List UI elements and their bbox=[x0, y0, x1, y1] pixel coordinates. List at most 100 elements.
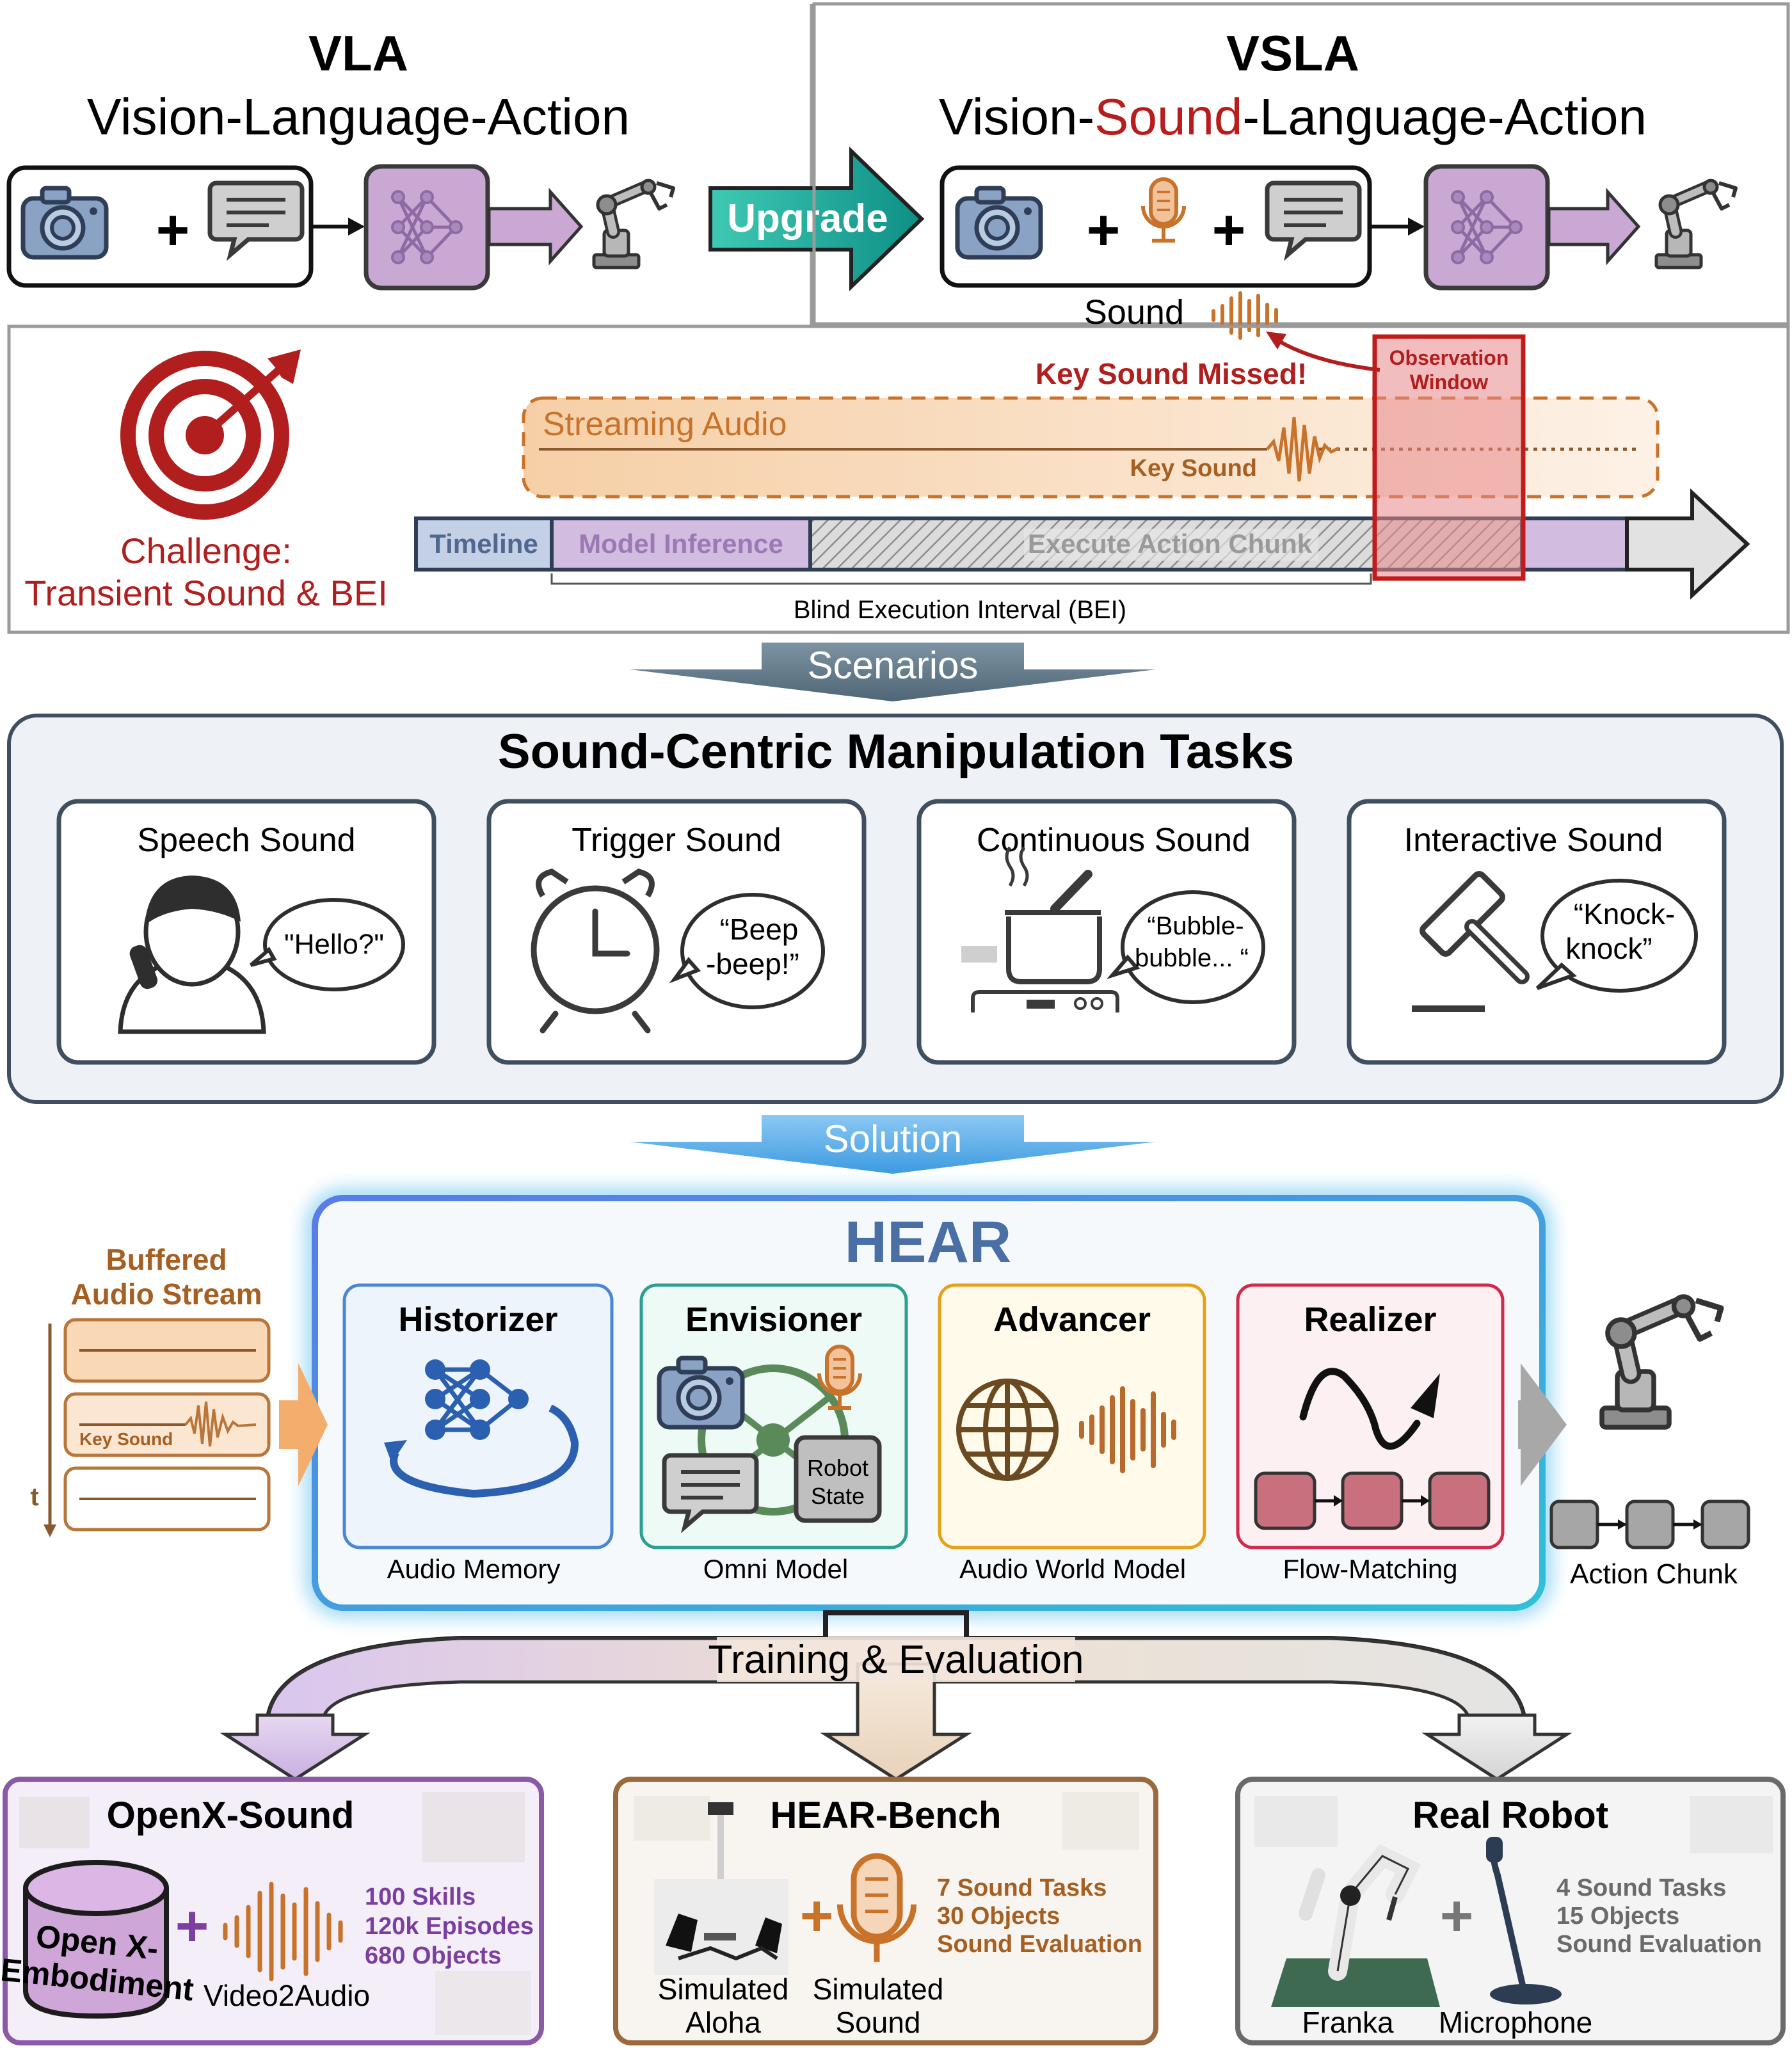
task-title: Trigger Sound bbox=[572, 822, 781, 859]
challenge-label-line2: Transient Sound & BEI bbox=[24, 573, 388, 613]
camera-icon bbox=[659, 1358, 742, 1427]
key-sound-wave-icon bbox=[1266, 417, 1340, 482]
action-arrow-icon bbox=[487, 188, 584, 266]
stat-line: 30 Objects bbox=[937, 1903, 1060, 1930]
robot-state-line1: Robot bbox=[807, 1455, 868, 1481]
timeline-arrowhead-icon bbox=[1625, 488, 1750, 600]
timeline-bar: Timeline Model Inference Execute Action … bbox=[414, 488, 1750, 600]
microphone-stand-icon bbox=[1486, 1837, 1562, 2004]
sound-wave-icon bbox=[223, 1882, 343, 1981]
buffered-label-line1: Buffered bbox=[106, 1243, 227, 1276]
sound-wave-icon bbox=[1079, 1386, 1176, 1473]
task-title: Continuous Sound bbox=[977, 822, 1251, 859]
stat-line: 100 Skills bbox=[365, 1884, 476, 1910]
execute-action-chunk-label: Execute Action Chunk bbox=[1028, 529, 1313, 559]
stat-line: 120k Episodes bbox=[365, 1913, 534, 1940]
stat-line: Sound Evaluation bbox=[937, 1931, 1142, 1958]
module-advancer: Advancer Audio World Model bbox=[938, 1283, 1206, 1584]
key-sound-label: Key Sound bbox=[1130, 455, 1257, 482]
panel-title: HEAR-Bench bbox=[771, 1795, 1002, 1836]
module-title: Advancer bbox=[993, 1300, 1151, 1339]
task-card-continuous: Continuous Sound “Bubble- bubble... “ bbox=[916, 799, 1297, 1065]
panel-title: OpenX-Sound bbox=[107, 1795, 355, 1836]
person-phone-icon bbox=[118, 876, 266, 1034]
task-card-trigger: Trigger Sound “Beep -beep!” bbox=[486, 799, 867, 1065]
streaming-audio-label: Streaming Audio bbox=[543, 406, 787, 443]
missed-arrowhead-icon bbox=[1266, 332, 1286, 349]
gavel-icon bbox=[1412, 871, 1530, 1012]
vsla-subtitle: Vision-Sound-Language-Action bbox=[939, 88, 1647, 145]
bubble-line1: “Bubble- bbox=[1147, 912, 1244, 940]
bubble-line1: "Hello?" bbox=[284, 929, 384, 960]
bubble-line2: bubble... “ bbox=[1135, 944, 1249, 972]
stat-line: 15 Objects bbox=[1556, 1903, 1679, 1930]
challenge-label-line1: Challenge: bbox=[120, 531, 292, 571]
plus-icon: + bbox=[175, 1894, 209, 1958]
bubble-line2: -beep!” bbox=[706, 947, 799, 980]
globe-icon bbox=[956, 1379, 1059, 1481]
action-chunk-output: Action Chunk bbox=[1518, 1297, 1750, 1590]
sim-sound-line2: Sound bbox=[835, 2006, 920, 2039]
arrowhead-icon bbox=[1408, 218, 1425, 236]
openx-sound-panel: OpenX-Sound Open X- Embodiment + Video2A… bbox=[0, 1777, 544, 2045]
output-arrow-icon bbox=[1518, 1363, 1567, 1486]
sim-sound-line1: Simulated bbox=[813, 1972, 944, 2006]
missed-arrow-icon bbox=[1272, 336, 1380, 372]
module-realizer: Realizer Flow-Matching bbox=[1236, 1283, 1505, 1584]
plus-icon: + bbox=[800, 1884, 834, 1948]
challenge-section: Challenge: Transient Sound & BEI Streami… bbox=[7, 324, 1790, 634]
simulated-aloha-image bbox=[654, 1802, 788, 1975]
stat-line: 4 Sound Tasks bbox=[1556, 1875, 1726, 1901]
training-arrows: Training & Evaluation bbox=[220, 1610, 1572, 1781]
boiling-pot-icon bbox=[961, 846, 1119, 1012]
action-chunk-label: Action Chunk bbox=[1570, 1558, 1738, 1590]
speech-bubble bbox=[1540, 879, 1698, 993]
solution-arrow: Solution bbox=[630, 1115, 1156, 1174]
vla-title: VLA bbox=[308, 25, 408, 81]
vsla-section: VSLA Vision-Sound-Language-Action + + So… bbox=[812, 2, 1790, 340]
vsla-title: VSLA bbox=[1226, 25, 1359, 81]
module-envisioner: Envisioner Robot State Omni Model bbox=[639, 1283, 908, 1584]
tasks-panel: Sound-Centric Manipulation Tasks Speech … bbox=[7, 714, 1784, 1104]
real-robot-panel: Real Robot + Franka Microphone 4 Sound T… bbox=[1235, 1777, 1786, 2045]
module-caption: Audio World Model bbox=[959, 1554, 1186, 1584]
speech-bubble bbox=[680, 893, 825, 1009]
bei-label: Blind Execution Interval (BEI) bbox=[794, 596, 1126, 624]
key-sound-missed-label: Key Sound Missed! bbox=[1036, 357, 1307, 390]
plus-icon: + bbox=[156, 198, 190, 262]
module-title: Historizer bbox=[398, 1300, 557, 1339]
plus-icon: + bbox=[1212, 198, 1246, 262]
arrow-down-left-icon bbox=[220, 1713, 371, 1781]
module-caption: Audio Memory bbox=[387, 1554, 561, 1584]
memory-network-icon bbox=[384, 1359, 579, 1498]
flow-curve-icon bbox=[1299, 1368, 1421, 1450]
model-inference-label: Model Inference bbox=[579, 529, 783, 559]
panel-title: Real Robot bbox=[1412, 1795, 1608, 1836]
arrow-down-right-icon bbox=[1421, 1713, 1572, 1781]
observation-window-line1: Observation bbox=[1389, 346, 1509, 369]
task-card-speech: Speech Sound "Hello?" bbox=[56, 799, 436, 1065]
observation-window bbox=[1372, 334, 1526, 581]
input-arrow-icon bbox=[279, 1363, 328, 1486]
task-title: Interactive Sound bbox=[1404, 822, 1663, 859]
database-icon: Open X- Embodiment bbox=[0, 1860, 196, 2019]
training-label: Training & Evaluation bbox=[708, 1638, 1084, 1682]
neural-network-icon bbox=[1426, 166, 1548, 288]
microphone-icon bbox=[836, 1853, 917, 1962]
robot-arm-icon bbox=[594, 180, 673, 268]
robot-state-box bbox=[794, 1435, 882, 1523]
neural-network-icon bbox=[366, 166, 488, 288]
plus-icon: + bbox=[1440, 1884, 1474, 1948]
microphone-label: Microphone bbox=[1439, 2006, 1592, 2039]
module-title: Envisioner bbox=[685, 1300, 862, 1339]
robot-state-line2: State bbox=[811, 1483, 865, 1509]
hear-title: HEAR bbox=[845, 1210, 1012, 1275]
vla-subtitle: Vision-Language-Action bbox=[87, 88, 630, 145]
franka-robot-image bbox=[1271, 1844, 1440, 2007]
target-icon bbox=[120, 349, 301, 520]
upgrade-arrow: Upgrade bbox=[708, 146, 925, 292]
key-sound-wave-icon bbox=[184, 1401, 257, 1447]
buffered-label-line2: Audio Stream bbox=[70, 1277, 262, 1311]
stat-line: 680 Objects bbox=[365, 1942, 501, 1969]
bubble-line2: knock” bbox=[1565, 932, 1652, 965]
